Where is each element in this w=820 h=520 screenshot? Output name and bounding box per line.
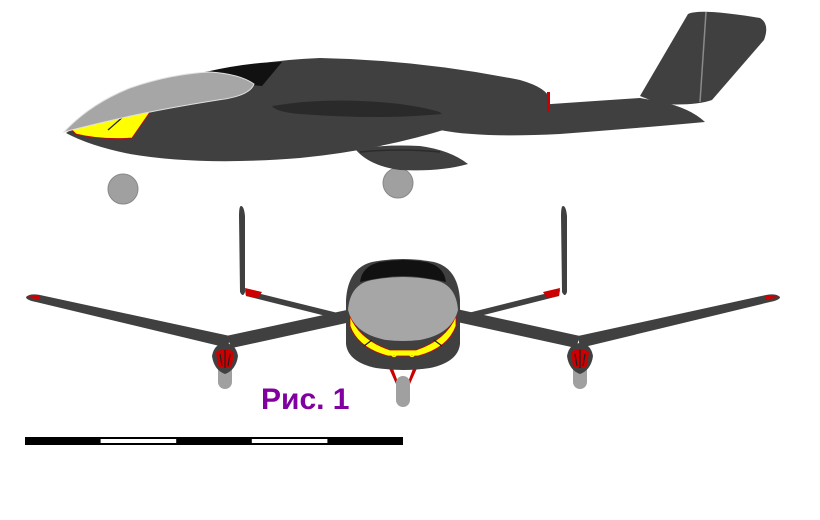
side-main-wheel: [382, 167, 414, 199]
side-view: [62, 11, 767, 205]
scale-bar-outline: [25, 437, 403, 445]
front-left-fin: [239, 206, 245, 295]
front-right-strut-tip: [543, 288, 560, 298]
front-left-strut-tip: [245, 288, 262, 298]
front-view: [26, 206, 780, 407]
side-fuselage-red-tip: [547, 92, 550, 112]
front-left-inner-wing: [226, 308, 360, 348]
front-right-inner-wing: [448, 308, 580, 348]
front-right-fin: [561, 206, 567, 295]
front-top-intake: [360, 260, 446, 282]
side-lower-wing: [356, 145, 468, 171]
side-tail-rib: [699, 11, 707, 103]
front-left-wingtip: [26, 295, 40, 300]
front-right-intake-vanes: [574, 350, 586, 368]
front-nose-wheel: [396, 376, 410, 407]
front-left-intake-vanes: [219, 350, 231, 368]
scale-bar-segment: [100, 439, 177, 443]
front-nose-gear-doors: [388, 366, 418, 384]
side-canopy: [62, 71, 255, 133]
front-canopy-frame: [349, 315, 457, 357]
front-canopy-struts: [363, 339, 443, 347]
front-right-tail-strut: [456, 290, 560, 322]
side-nose-wheel: [107, 173, 139, 205]
side-wing-root: [272, 100, 442, 117]
figure-caption: Рис. 1: [261, 383, 350, 416]
front-left-light: [390, 350, 398, 358]
scale-bar-segment: [251, 439, 328, 443]
scale-bar: [25, 437, 403, 445]
side-lower-wing-edge: [359, 149, 441, 153]
front-right-light: [408, 350, 416, 358]
front-left-outer-wing: [26, 294, 230, 348]
front-right-wingtip: [766, 295, 780, 300]
front-right-outer-wing: [578, 294, 780, 348]
front-canopy: [348, 277, 458, 341]
front-left-tail-strut: [245, 290, 350, 322]
